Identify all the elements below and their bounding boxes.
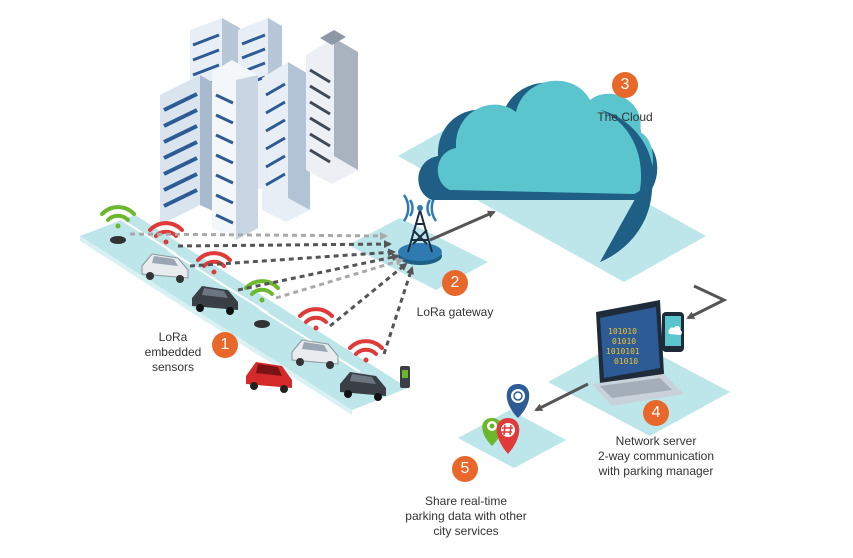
step-1-label: LoRa embedded sensors bbox=[144, 330, 202, 374]
laptop-icon bbox=[592, 300, 684, 406]
step-3-badge: 3 bbox=[612, 72, 638, 98]
wifi-icon bbox=[298, 307, 334, 331]
svg-text:101010: 101010 bbox=[608, 327, 637, 336]
accessibility-pin-icon bbox=[506, 384, 530, 418]
car-icon bbox=[192, 286, 238, 315]
svg-text:01010: 01010 bbox=[614, 357, 638, 366]
ev-charger-icon bbox=[400, 366, 410, 388]
car-icon bbox=[246, 362, 292, 393]
wifi-icon bbox=[196, 251, 232, 275]
wifi-icon bbox=[244, 279, 280, 303]
step-2-badge: 2 bbox=[442, 270, 468, 296]
step-5-badge: 5 bbox=[452, 456, 478, 482]
svg-text:01010: 01010 bbox=[612, 337, 636, 346]
step-4-label: Network server 2-way communication with … bbox=[597, 434, 715, 478]
step-5-label: Share real-time parking data with other … bbox=[405, 494, 527, 538]
step-1-badge: 1 bbox=[212, 332, 238, 358]
wifi-icon bbox=[348, 339, 384, 363]
cloud-to-server-arrow bbox=[686, 284, 728, 320]
svg-text:1010101: 1010101 bbox=[606, 347, 640, 356]
gateway-to-cloud-arrow bbox=[429, 210, 496, 242]
phone-icon bbox=[662, 312, 684, 352]
step-4-badge: 4 bbox=[643, 400, 669, 426]
parking-sensor bbox=[110, 236, 126, 244]
step-2-label: LoRa gateway bbox=[416, 305, 494, 319]
cloud-icon bbox=[418, 80, 658, 262]
sensor-to-gateway-arrows bbox=[129, 231, 414, 355]
city-buildings bbox=[160, 18, 358, 240]
hashtag-pin-icon bbox=[496, 418, 520, 454]
lora-gateway-tower-icon bbox=[398, 194, 442, 265]
map-pin-icon bbox=[482, 418, 502, 446]
car-icon bbox=[141, 253, 189, 283]
server-to-services-arrow bbox=[534, 382, 589, 412]
wifi-icon bbox=[100, 205, 136, 229]
parking-sensor bbox=[254, 320, 270, 328]
step-3-label: The Cloud bbox=[597, 110, 653, 124]
car-icon bbox=[340, 372, 386, 401]
car-icon bbox=[291, 339, 339, 369]
laptop-screen-binary: 101010 01010 1010101 01010 bbox=[606, 327, 640, 366]
